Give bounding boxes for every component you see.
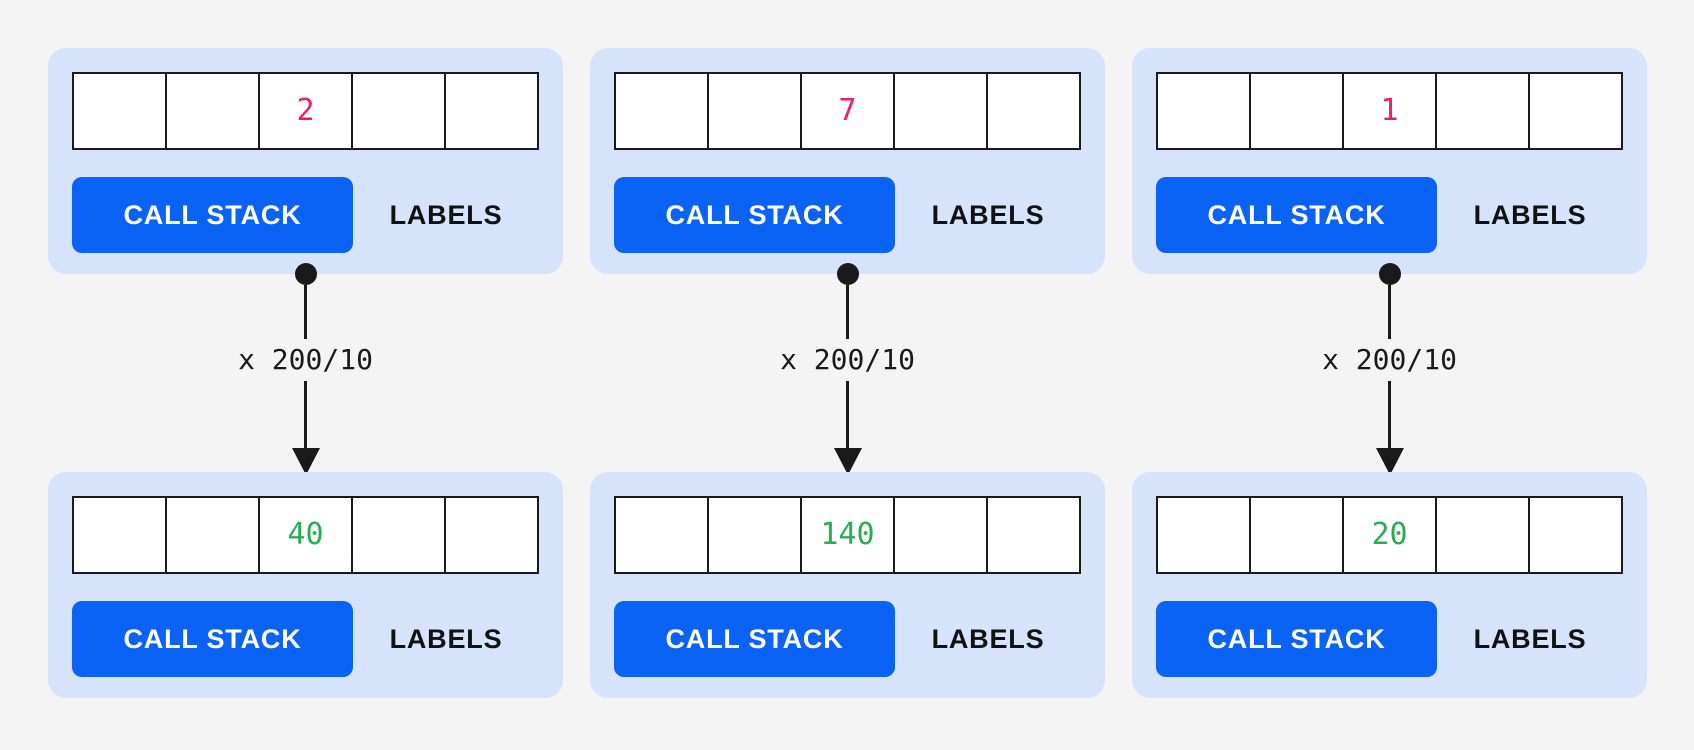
array-cell	[1528, 72, 1623, 150]
arrow-line	[304, 285, 307, 339]
array-row: 40	[72, 496, 539, 574]
arrow-line	[1388, 381, 1391, 448]
arrow-line	[846, 381, 849, 448]
call-stack-button[interactable]: CALL STACK	[614, 177, 895, 253]
arrow-dot-icon	[1378, 263, 1401, 285]
array-cell	[614, 496, 709, 574]
arrow-line	[846, 285, 849, 339]
array-cell-value: 2	[258, 72, 353, 150]
column-3: 1 CALL STACK LABELS x 200/10 20	[1132, 48, 1647, 698]
array-cell-value: 40	[258, 496, 353, 574]
arrow-head-icon	[833, 448, 862, 475]
card-bottom-1: 40 CALL STACK LABELS	[48, 472, 563, 698]
array-cell	[893, 72, 988, 150]
transform-arrow: x 200/10	[590, 263, 1105, 475]
card-top-2: 7 CALL STACK LABELS	[590, 48, 1105, 274]
card-top-3: 1 CALL STACK LABELS	[1132, 48, 1647, 274]
array-cell	[1249, 496, 1344, 574]
call-stack-button[interactable]: CALL STACK	[1156, 601, 1437, 677]
arrow-line	[304, 381, 307, 448]
call-stack-button[interactable]: CALL STACK	[72, 601, 353, 677]
labels-label: LABELS	[389, 199, 503, 230]
array-cell	[707, 72, 802, 150]
card-controls: CALL STACK LABELS	[614, 601, 1081, 677]
array-row: 1	[1156, 72, 1623, 150]
labels-label: LABELS	[389, 623, 503, 654]
array-cell	[444, 72, 539, 150]
transform-arrow: x 200/10	[1132, 263, 1647, 475]
card-controls: CALL STACK LABELS	[1156, 177, 1623, 253]
card-controls: CALL STACK LABELS	[72, 601, 539, 677]
arrow-head-icon	[291, 448, 320, 475]
card-bottom-2: 140 CALL STACK LABELS	[590, 472, 1105, 698]
card-controls: CALL STACK LABELS	[72, 177, 539, 253]
array-cell	[707, 496, 802, 574]
array-cell-value: 1	[1342, 72, 1437, 150]
card-controls: CALL STACK LABELS	[614, 177, 1081, 253]
array-cell	[1435, 496, 1530, 574]
array-cell	[614, 72, 709, 150]
arrow-head-icon	[1375, 448, 1404, 475]
arrow-line	[1388, 285, 1391, 339]
column-2: 7 CALL STACK LABELS x 200/10 140	[590, 48, 1105, 698]
array-cell	[444, 496, 539, 574]
array-cell	[1156, 72, 1251, 150]
arrow-label: x 200/10	[1322, 343, 1457, 376]
card-controls: CALL STACK LABELS	[1156, 601, 1623, 677]
labels-label: LABELS	[1473, 199, 1587, 230]
labels-label: LABELS	[931, 623, 1045, 654]
array-cell	[165, 496, 260, 574]
call-stack-button[interactable]: CALL STACK	[72, 177, 353, 253]
call-stack-button[interactable]: CALL STACK	[1156, 177, 1437, 253]
array-row: 140	[614, 496, 1081, 574]
arrow-dot-icon	[836, 263, 859, 285]
array-cell-value: 20	[1342, 496, 1437, 574]
labels-label: LABELS	[931, 199, 1045, 230]
array-cell	[165, 72, 260, 150]
call-stack-button[interactable]: CALL STACK	[614, 601, 895, 677]
array-row: 2	[72, 72, 539, 150]
array-cell	[72, 72, 167, 150]
array-cell	[351, 496, 446, 574]
card-top-1: 2 CALL STACK LABELS	[48, 48, 563, 274]
array-cell	[72, 496, 167, 574]
array-cell-value: 7	[800, 72, 895, 150]
array-cell	[351, 72, 446, 150]
transform-arrow: x 200/10	[48, 263, 563, 475]
array-cell	[1156, 496, 1251, 574]
array-cell	[986, 496, 1081, 574]
arrow-label: x 200/10	[238, 343, 373, 376]
array-cell	[1528, 496, 1623, 574]
array-cell	[893, 496, 988, 574]
arrow-dot-icon	[294, 263, 317, 285]
array-cell	[1249, 72, 1344, 150]
array-cell-value: 140	[800, 496, 895, 574]
array-cell	[1435, 72, 1530, 150]
arrow-label: x 200/10	[780, 343, 915, 376]
array-row: 7	[614, 72, 1081, 150]
array-row: 20	[1156, 496, 1623, 574]
array-cell	[986, 72, 1081, 150]
labels-label: LABELS	[1473, 623, 1587, 654]
card-bottom-3: 20 CALL STACK LABELS	[1132, 472, 1647, 698]
column-1: 2 CALL STACK LABELS x 200/10 40	[48, 48, 563, 698]
